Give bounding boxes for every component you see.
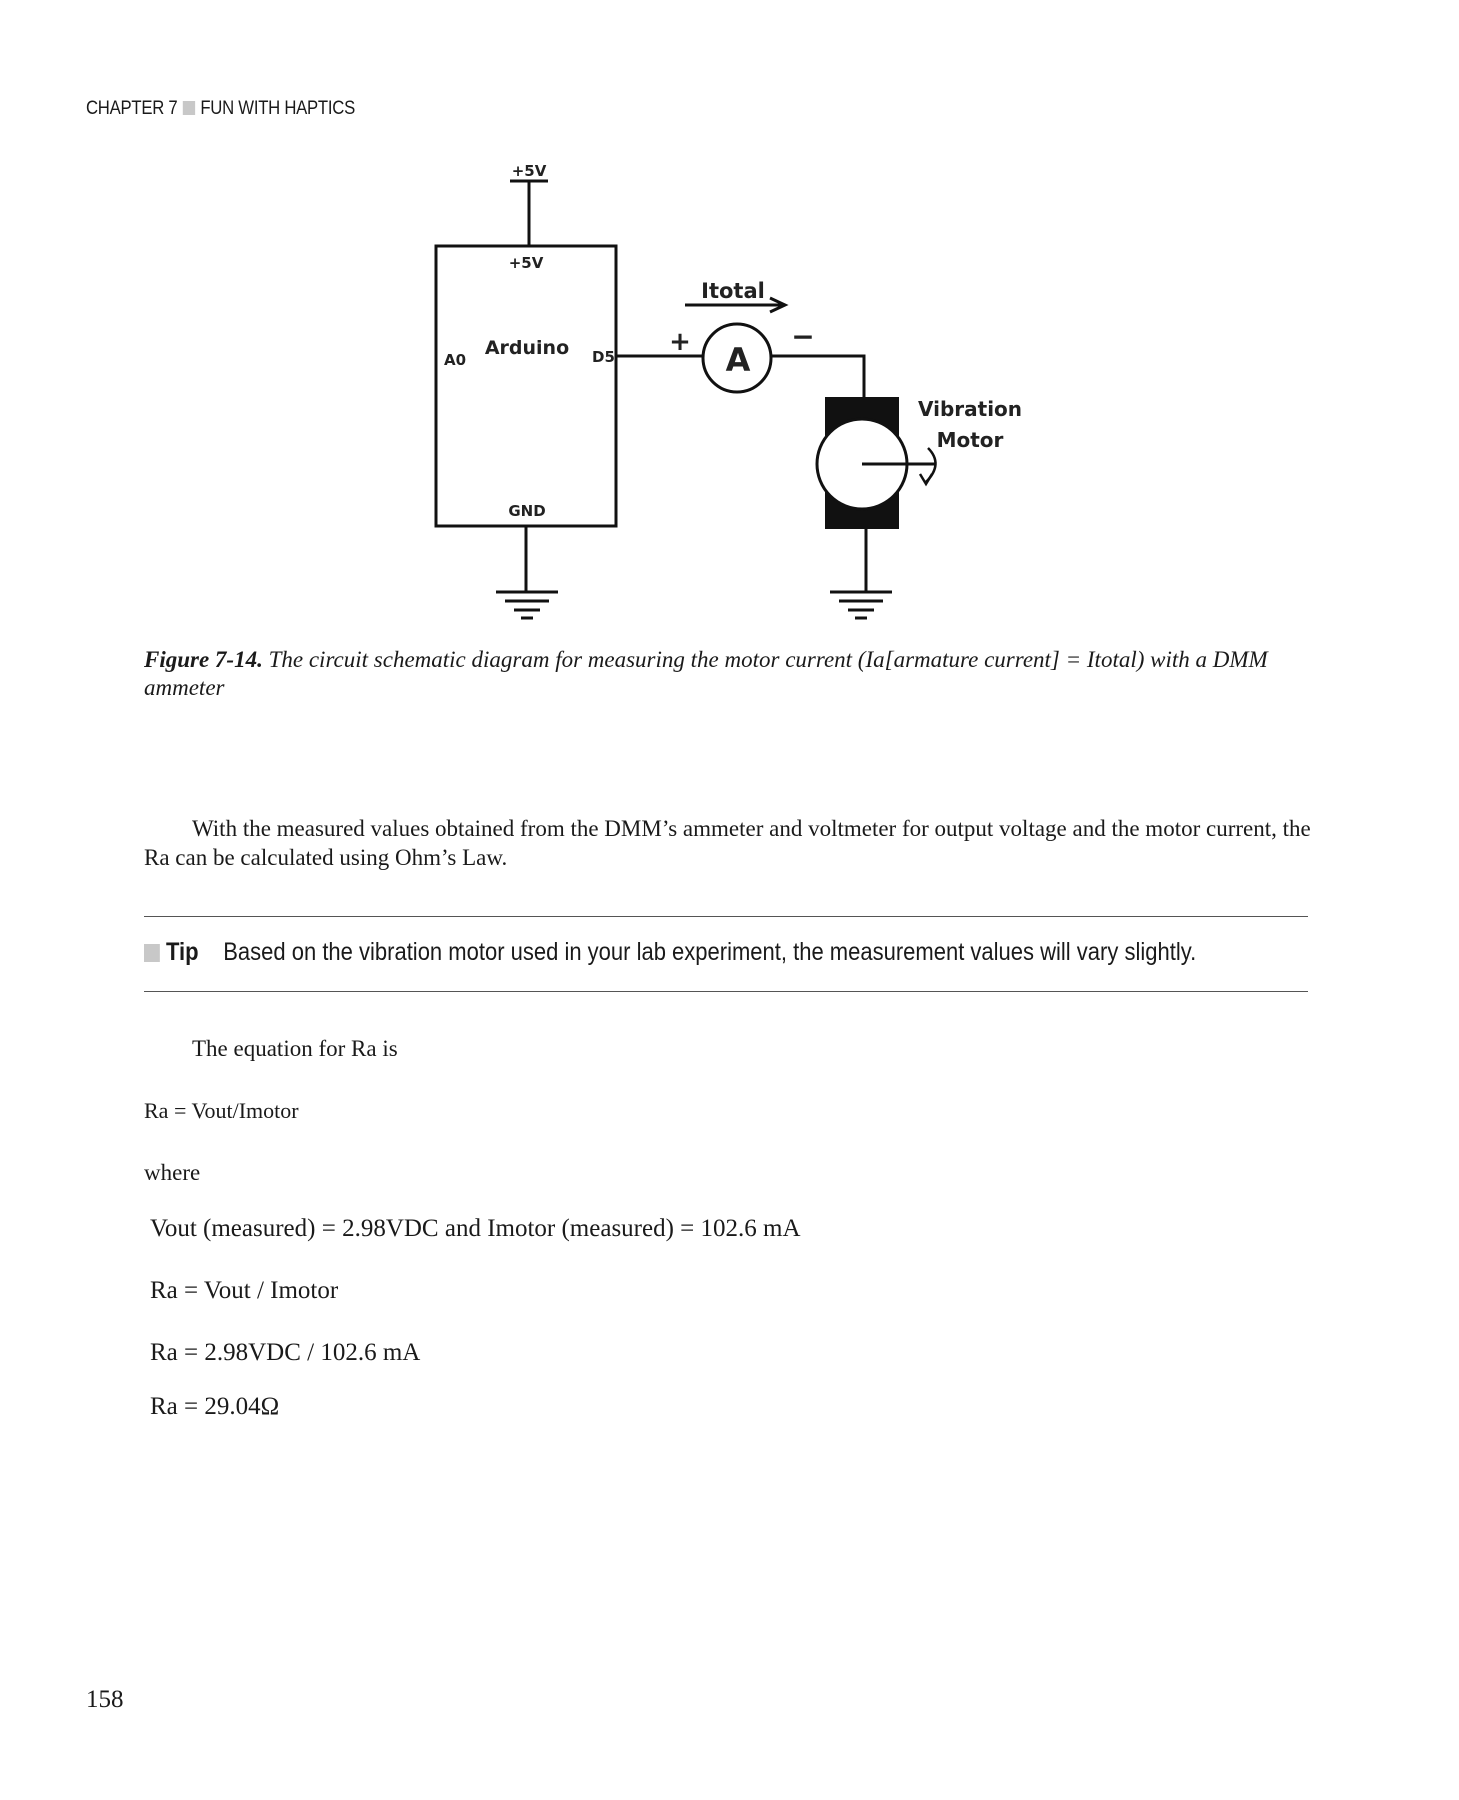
arduino-ground-icon bbox=[496, 590, 558, 620]
chapter-title: FUN WITH HAPTICS bbox=[200, 98, 355, 119]
tip-bottom-rule bbox=[144, 991, 1308, 992]
vibration-motor-icon bbox=[815, 397, 937, 529]
chapter-label: CHAPTER 7 bbox=[86, 98, 178, 119]
motor-label-line2: Motor bbox=[937, 428, 1004, 452]
pin-gnd-label: GND bbox=[508, 502, 545, 520]
calc-line-3: Ra = 2.98VDC / 102.6 mA bbox=[150, 1339, 421, 1366]
calc-line-4: Ra = 29.04Ω bbox=[150, 1393, 280, 1420]
where-label: where bbox=[144, 1160, 201, 1185]
board-supply-label: +5V bbox=[509, 254, 544, 272]
equation: Ra = Vout/Imotor bbox=[144, 1098, 299, 1123]
separator-square-icon bbox=[182, 101, 196, 115]
figure-caption-label: Figure 7-14. bbox=[144, 647, 263, 672]
tip-box: Tip Based on the vibration motor used in … bbox=[144, 938, 1196, 967]
minus-sign: − bbox=[791, 320, 814, 353]
circuit-schematic: +5V +5V Arduino A0 D5 GND Itotal + − A V… bbox=[434, 162, 1022, 620]
tip-text: Based on the vibration motor used in you… bbox=[223, 938, 1197, 966]
body-paragraph: With the measured values obtained from t… bbox=[144, 816, 1311, 870]
motor-ground-icon bbox=[830, 590, 892, 620]
arduino-board bbox=[434, 244, 618, 528]
running-head: CHAPTER 7 FUN WITH HAPTICS bbox=[86, 98, 355, 120]
figure-caption: Figure 7-14. The circuit schematic diagr… bbox=[144, 646, 1316, 702]
figure-caption-text: The circuit schematic diagram for measur… bbox=[144, 647, 1268, 700]
equation-intro: The equation for Ra is bbox=[192, 1036, 398, 1061]
ammeter-label: A bbox=[726, 341, 751, 379]
top-supply-label: +5V bbox=[512, 162, 547, 180]
tip-label: Tip bbox=[166, 938, 199, 966]
current-label: Itotal bbox=[701, 279, 765, 303]
page-number: 158 bbox=[86, 1686, 124, 1713]
ammeter-symbol bbox=[701, 322, 773, 394]
calc-line-1: Vout (measured) = 2.98VDC and Imotor (me… bbox=[150, 1215, 801, 1242]
tip-top-rule bbox=[144, 916, 1308, 917]
motor-label-line1: Vibration bbox=[918, 397, 1022, 421]
arduino-label: Arduino bbox=[485, 337, 569, 359]
pin-d5-label: D5 bbox=[592, 348, 615, 366]
ammeter-to-motor-wire bbox=[771, 354, 866, 398]
calc-line-2: Ra = Vout / Imotor bbox=[150, 1277, 339, 1304]
plus-sign: + bbox=[669, 327, 691, 357]
tip-square-icon bbox=[144, 944, 160, 962]
pin-a0-label: A0 bbox=[444, 351, 466, 369]
current-arrow-head bbox=[769, 296, 789, 314]
